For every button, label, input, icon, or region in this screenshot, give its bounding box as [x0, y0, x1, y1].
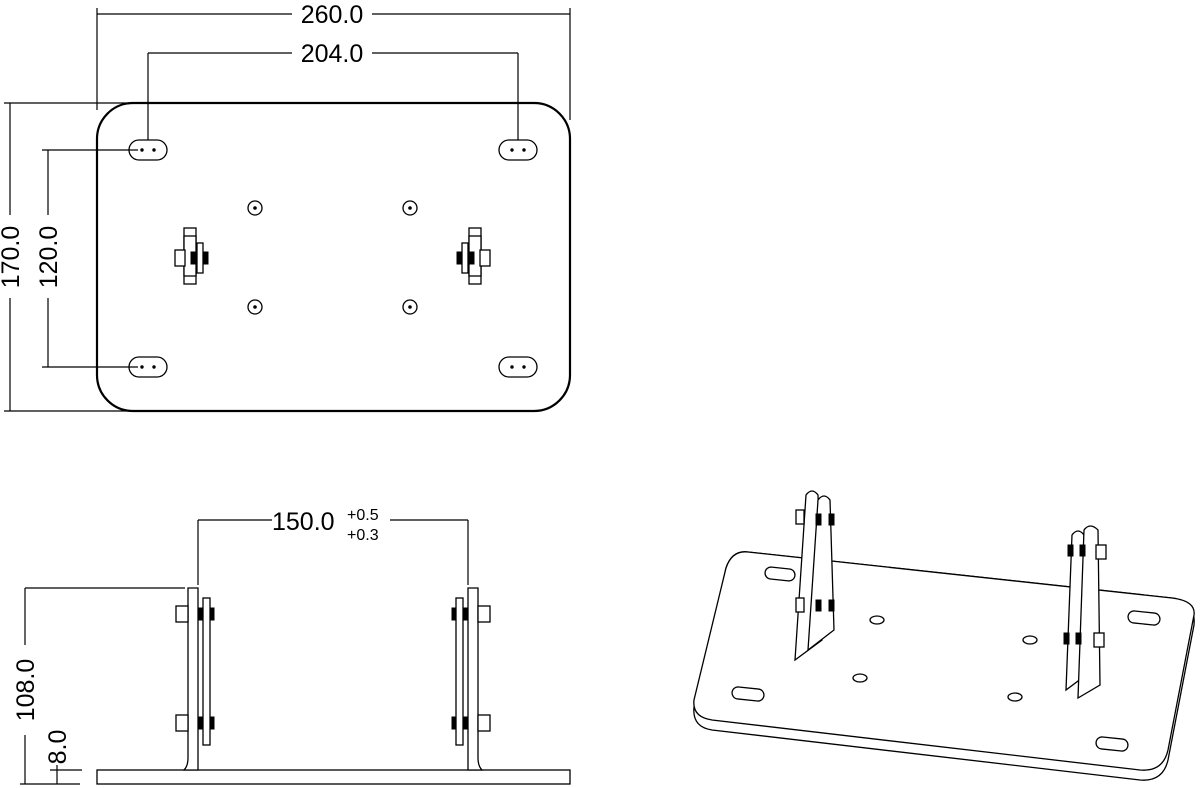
front-view: 150.0 +0.5 +0.3 108.0 8.0 [12, 507, 571, 785]
base-plate-outline [95, 101, 572, 413]
base-plate-side [96, 769, 571, 785]
hole [247, 200, 263, 216]
hole [247, 299, 263, 315]
dimension-170: 170.0 [0, 102, 130, 412]
dim-label-260: 260.0 [301, 1, 364, 29]
upright-left [175, 587, 215, 771]
slot-bottom-right [498, 356, 538, 378]
hole [402, 299, 418, 315]
dimension-8: 8.0 [44, 730, 82, 784]
dim-label-204: 204.0 [301, 40, 364, 68]
dimension-120: 120.0 [35, 149, 138, 368]
dim-label-170: 170.0 [0, 226, 25, 289]
dim-label-8: 8.0 [44, 730, 72, 765]
dimension-108: 108.0 [12, 587, 185, 785]
iso-upright-left [794, 490, 835, 662]
iso-upright-right [1063, 525, 1107, 700]
slot-top-right [498, 139, 538, 161]
top-view: 260.0 204.0 170.0 120.0 [0, 1, 572, 413]
dimension-204: 204.0 [147, 40, 519, 140]
tolerance-lower: +0.3 [347, 527, 379, 544]
dim-label-120: 120.0 [35, 226, 63, 289]
isometric-view [693, 490, 1195, 781]
dim-label-150: 150.0 [272, 508, 335, 536]
upright-right [451, 587, 491, 771]
dimension-150: 150.0 +0.5 +0.3 [197, 507, 469, 585]
dimension-260: 260.0 [96, 1, 571, 120]
tolerance-upper: +0.5 [347, 507, 379, 524]
hole [402, 200, 418, 216]
dim-label-108: 108.0 [12, 659, 40, 722]
